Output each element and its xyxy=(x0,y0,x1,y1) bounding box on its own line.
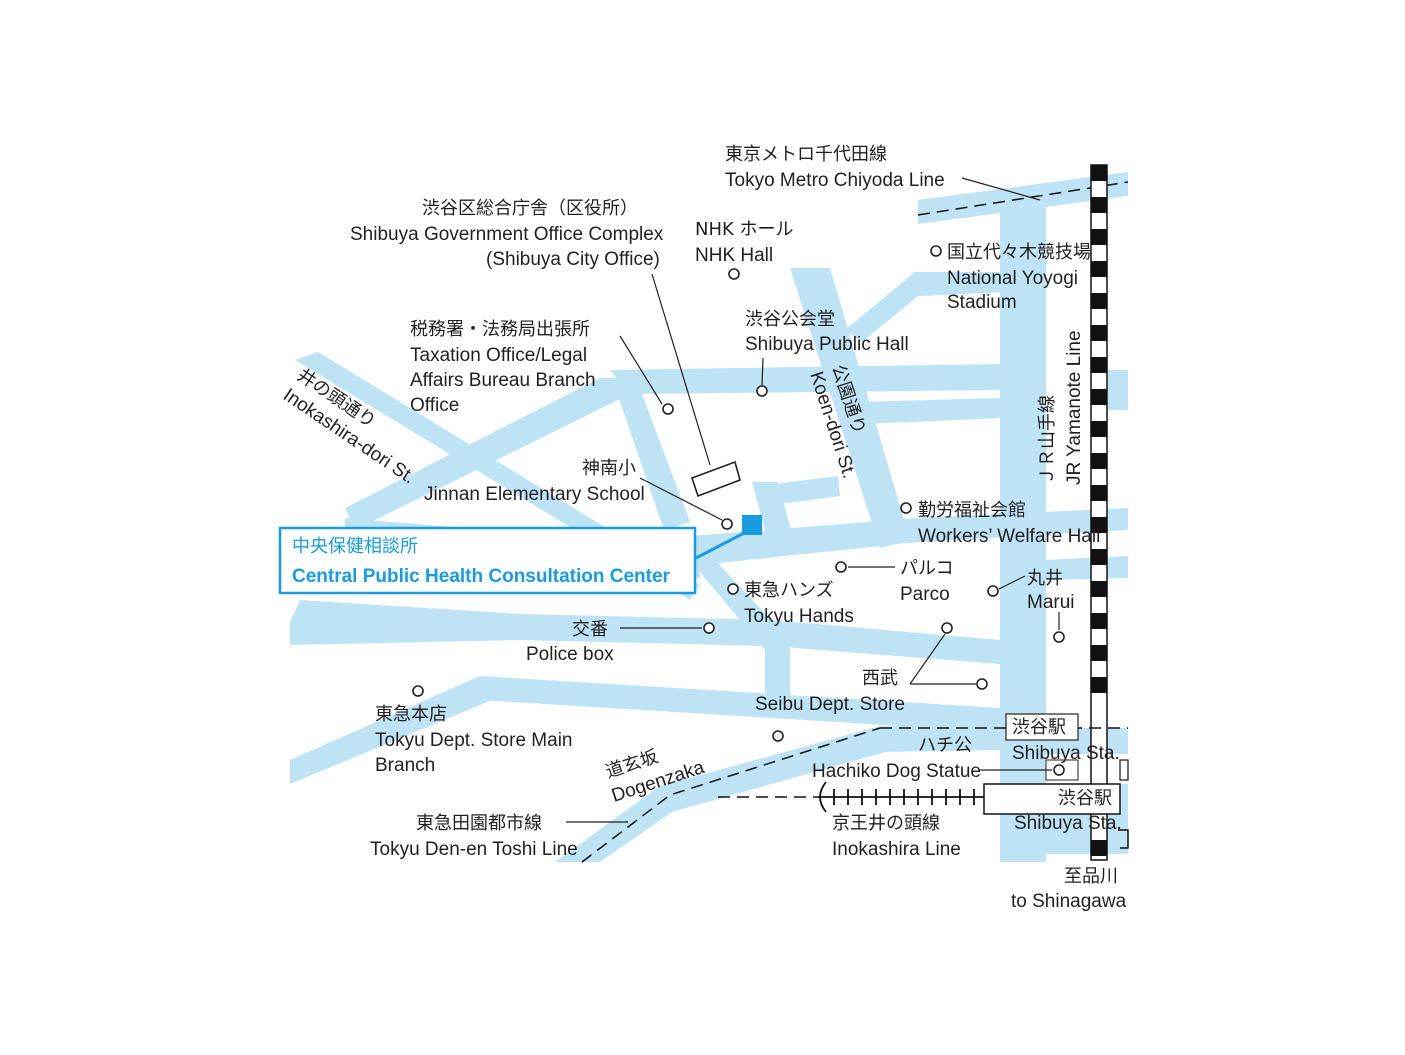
yoyogi-stadium-marker-icon[interactable] xyxy=(930,245,942,257)
label-hachiko-en: Hachiko Dog Statue xyxy=(812,761,981,782)
label-tokyu-main-en1: Tokyu Dept. Store Main xyxy=(375,730,572,751)
road-east-stub xyxy=(1108,370,1128,410)
road-govt-ns xyxy=(612,378,690,530)
station-fragment-2 xyxy=(1118,829,1129,849)
label-hands-en: Tokyu Hands xyxy=(744,606,854,627)
hachiko-marker-icon[interactable] xyxy=(1053,764,1065,776)
keio-line-ties xyxy=(833,789,975,805)
label-shinagawa-en: to Shinagawa xyxy=(1011,891,1127,912)
road-meiji-dori xyxy=(1000,206,1046,862)
road-northeast xyxy=(845,272,1010,342)
label-shibuya-sta-jp: 渋谷駅 xyxy=(1012,717,1066,738)
shibuya-sta-box xyxy=(1005,713,1079,741)
label-chiyoda-jp: 東京メトロ千代田線 xyxy=(725,144,887,165)
road-tokyu-main xyxy=(290,676,492,784)
road-koen-dori xyxy=(790,268,910,548)
label-public-hall-en: Shibuya Public Hall xyxy=(745,334,909,355)
label-center-en: Central Public Health Consultation Cente… xyxy=(292,566,671,587)
label-yoyogi-en2: Stadium xyxy=(947,292,1017,313)
label-parco-en: Parco xyxy=(900,584,950,605)
station-fragment xyxy=(1119,759,1129,781)
road-west-diagonal xyxy=(345,378,625,530)
label-shinagawa-jp: 至品川 xyxy=(1064,866,1118,887)
public-hall-marker-icon[interactable] xyxy=(756,385,768,397)
marui-2-marker-icon[interactable] xyxy=(1053,631,1065,643)
label-police-jp: 交番 xyxy=(572,619,608,640)
label-keio-jp: 京王井の頭線 xyxy=(832,813,940,834)
label-seibu-en: Seibu Dept. Store xyxy=(755,694,905,715)
road-bunkamura xyxy=(480,676,1000,732)
jinnan-school-marker-icon[interactable] xyxy=(721,518,733,530)
denentoshi-line xyxy=(581,727,881,863)
nhk-hall-marker-icon[interactable] xyxy=(728,268,740,280)
leader-lines xyxy=(566,177,1060,823)
road-police-box xyxy=(290,600,1000,664)
label-marui-en: Marui xyxy=(1027,592,1075,613)
target-pointer xyxy=(695,528,751,560)
map-labels: 東京メトロ千代田線 Tokyo Metro Chiyoda Line 渋谷区総合… xyxy=(279,144,1126,912)
label-public-hall-jp: 渋谷公会堂 xyxy=(745,309,835,330)
label-yamanote-en: JR Yamanote Line xyxy=(1064,330,1085,485)
yamanote-line-ties xyxy=(1091,165,1107,856)
label-tax-en1: Taxation Office/Legal xyxy=(410,345,587,366)
label-jinnan-en: Jinnan Elementary School xyxy=(424,484,645,505)
road-north-ew xyxy=(610,364,1000,394)
label-shibuya-sta2-en: Shibuya Sta. xyxy=(1014,813,1122,834)
label-yamanote-jp: ＪＲ山手線 xyxy=(1037,395,1058,485)
govt-office-building-icon xyxy=(690,460,741,498)
police-box-marker-icon[interactable] xyxy=(703,622,715,634)
label-tokyu-main-jp: 東急本店 xyxy=(375,704,447,725)
label-govt-jp: 渋谷区総合庁舎（区役所） xyxy=(422,198,638,219)
label-seibu-jp: 西武 xyxy=(862,668,898,689)
label-yoyogi-jp: 国立代々木競技場 xyxy=(947,242,1091,263)
railways xyxy=(581,164,1129,863)
marui-marker-icon[interactable] xyxy=(987,585,999,597)
keio-line-terminus xyxy=(819,781,827,813)
label-police-en: Police box xyxy=(526,644,614,665)
road-center-diagonal xyxy=(690,560,790,700)
label-tax-en3: Office xyxy=(410,395,459,416)
label-tax-jp: 税務署・法務局出張所 xyxy=(410,319,590,340)
label-tokyu-main-en2: Branch xyxy=(375,755,435,776)
label-jinnan-jp: 神南小 xyxy=(582,458,636,479)
label-shibuya-sta2-jp: 渋谷駅 xyxy=(1058,788,1112,809)
label-hachiko-jp: ハチ公 xyxy=(918,735,972,756)
target-label-box xyxy=(278,526,697,595)
label-nhk-en: NHK Hall xyxy=(695,245,773,266)
seibu-marker-icon[interactable] xyxy=(941,622,953,634)
label-marui-jp: 丸井 xyxy=(1027,568,1063,589)
label-denentoshi-jp: 東急田園都市線 xyxy=(416,813,542,834)
label-govt-en1: Shibuya Government Office Complex xyxy=(350,224,664,245)
label-denentoshi-en: Tokyu Den-en Toshi Line xyxy=(370,839,578,860)
label-workers-jp: 勤労福祉会館 xyxy=(918,500,1026,521)
tokyu-main-marker-icon[interactable] xyxy=(412,685,424,697)
parco-marker-icon[interactable] xyxy=(835,561,847,573)
dogenzaka-marker-icon[interactable] xyxy=(772,730,784,742)
workers-hall-marker-icon[interactable] xyxy=(900,502,912,514)
label-nhk-jp: NHK ホール xyxy=(695,219,794,240)
label-govt-en2: (Shibuya City Office) xyxy=(486,249,660,270)
poi-markers xyxy=(412,245,1065,776)
label-yoyogi-en1: National Yoyogi xyxy=(947,268,1078,289)
label-workers-en: Workers’ Welfare Hall xyxy=(918,526,1100,547)
label-keio-en: Inokashira Line xyxy=(832,839,961,860)
label-shibuya-sta-en: Shibuya Sta. xyxy=(1012,743,1120,764)
tokyu-hands-marker-icon[interactable] xyxy=(727,583,739,595)
label-tax-en2: Affairs Bureau Branch xyxy=(410,370,596,391)
road-north-ew-2 xyxy=(860,398,1000,424)
label-chiyoda-en: Tokyo Metro Chiyoda Line xyxy=(725,170,945,191)
road-koen-spur-2 xyxy=(775,476,840,504)
label-center-jp: 中央保健相談所 xyxy=(292,536,418,557)
label-parco-jp: パルコ xyxy=(900,558,954,579)
seibu-2-marker-icon[interactable] xyxy=(976,678,988,690)
label-hands-jp: 東急ハンズ xyxy=(744,580,834,601)
tax-office-marker-icon[interactable] xyxy=(662,403,674,415)
keio-station-building xyxy=(983,783,1121,815)
